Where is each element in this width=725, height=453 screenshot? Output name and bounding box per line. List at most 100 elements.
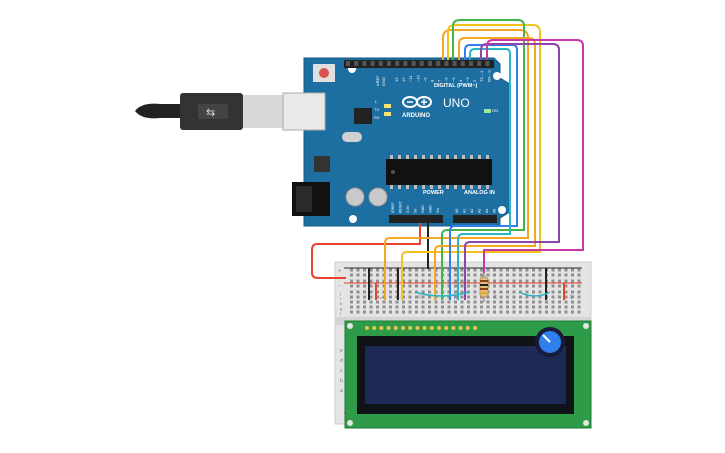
breadboard-hole[interactable] <box>454 290 457 294</box>
breadboard-hole[interactable] <box>486 273 490 277</box>
breadboard-hole[interactable] <box>525 305 529 309</box>
breadboard-hole[interactable] <box>467 284 470 288</box>
breadboard-hole[interactable] <box>460 273 464 277</box>
breadboard-hole[interactable] <box>356 279 360 283</box>
breadboard-hole[interactable] <box>428 310 431 314</box>
breadboard-hole[interactable] <box>356 273 360 277</box>
header-pin[interactable] <box>460 61 465 66</box>
breadboard-hole[interactable] <box>519 300 522 304</box>
breadboard-hole[interactable] <box>558 305 561 309</box>
breadboard-hole[interactable] <box>473 310 477 314</box>
header-pin[interactable] <box>395 61 400 66</box>
breadboard-hole[interactable] <box>441 310 444 314</box>
breadboard-hole[interactable] <box>389 284 392 288</box>
breadboard-hole[interactable] <box>532 310 535 314</box>
breadboard-hole[interactable] <box>467 300 470 304</box>
breadboard-hole[interactable] <box>538 290 542 294</box>
breadboard-hole[interactable] <box>350 290 353 294</box>
breadboard-hole[interactable] <box>415 279 418 283</box>
breadboard-hole[interactable] <box>389 305 392 309</box>
breadboard-hole[interactable] <box>538 284 542 288</box>
breadboard-hole[interactable] <box>467 310 470 314</box>
breadboard-hole[interactable] <box>460 300 464 304</box>
breadboard-hole[interactable] <box>467 295 470 299</box>
breadboard-hole[interactable] <box>564 305 568 309</box>
breadboard-hole[interactable] <box>428 284 431 288</box>
header-pin[interactable] <box>411 61 416 66</box>
breadboard-hole[interactable] <box>558 290 561 294</box>
breadboard-hole[interactable] <box>473 290 477 294</box>
breadboard-hole[interactable] <box>363 273 366 277</box>
breadboard-hole[interactable] <box>428 273 431 277</box>
breadboard-hole[interactable] <box>577 290 581 294</box>
breadboard-hole[interactable] <box>356 300 360 304</box>
breadboard-hole[interactable] <box>454 300 457 304</box>
breadboard-hole[interactable] <box>350 279 353 283</box>
breadboard-hole[interactable] <box>564 310 568 314</box>
breadboard-hole[interactable] <box>356 310 360 314</box>
breadboard-hole[interactable] <box>382 305 386 309</box>
breadboard-hole[interactable] <box>525 290 529 294</box>
breadboard-hole[interactable] <box>493 290 496 294</box>
breadboard-hole[interactable] <box>493 268 496 272</box>
header-pin[interactable] <box>428 61 432 66</box>
breadboard-hole[interactable] <box>512 300 516 304</box>
breadboard-hole[interactable] <box>441 305 444 309</box>
breadboard-hole[interactable] <box>402 290 405 294</box>
breadboard-hole[interactable] <box>571 284 574 288</box>
breadboard-hole[interactable] <box>434 310 438 314</box>
breadboard-hole[interactable] <box>408 310 412 314</box>
breadboard-hole[interactable] <box>415 310 418 314</box>
breadboard-hole[interactable] <box>493 310 496 314</box>
breadboard-hole[interactable] <box>577 284 581 288</box>
breadboard-hole[interactable] <box>525 268 529 272</box>
breadboard-hole[interactable] <box>460 295 464 299</box>
breadboard-hole[interactable] <box>551 310 555 314</box>
breadboard-hole[interactable] <box>369 279 373 283</box>
breadboard-hole[interactable] <box>545 310 548 314</box>
wires[interactable] <box>311 19 584 300</box>
breadboard-hole[interactable] <box>558 310 561 314</box>
breadboard-hole[interactable] <box>512 295 516 299</box>
breadboard-hole[interactable] <box>532 279 535 283</box>
breadboard-hole[interactable] <box>512 279 516 283</box>
breadboard-hole[interactable] <box>460 290 464 294</box>
breadboard-hole[interactable] <box>493 295 496 299</box>
header-pin[interactable] <box>378 61 383 66</box>
breadboard-hole[interactable] <box>408 305 412 309</box>
breadboard-hole[interactable] <box>493 284 496 288</box>
breadboard-hole[interactable] <box>480 300 483 304</box>
breadboard-hole[interactable] <box>512 273 516 277</box>
breadboard-hole[interactable] <box>454 310 457 314</box>
breadboard-hole[interactable] <box>558 279 561 283</box>
breadboard-hole[interactable] <box>532 305 535 309</box>
breadboard-hole[interactable] <box>525 310 529 314</box>
breadboard-hole[interactable] <box>408 284 412 288</box>
breadboard-hole[interactable] <box>564 284 568 288</box>
breadboard-hole[interactable] <box>512 305 516 309</box>
breadboard-hole[interactable] <box>454 279 457 283</box>
breadboard-hole[interactable] <box>356 295 360 299</box>
breadboard-hole[interactable] <box>363 279 366 283</box>
breadboard-hole[interactable] <box>356 284 360 288</box>
breadboard-hole[interactable] <box>564 290 568 294</box>
breadboard-hole[interactable] <box>415 284 418 288</box>
breadboard-hole[interactable] <box>525 279 529 283</box>
breadboard-hole[interactable] <box>415 268 418 272</box>
breadboard-hole[interactable] <box>499 300 503 304</box>
breadboard-hole[interactable] <box>506 279 509 283</box>
breadboard-hole[interactable] <box>499 295 503 299</box>
breadboard-hole[interactable] <box>408 279 412 283</box>
breadboard-hole[interactable] <box>434 300 438 304</box>
breadboard-hole[interactable] <box>369 273 373 277</box>
breadboard-hole[interactable] <box>486 295 490 299</box>
breadboard-hole[interactable] <box>376 295 379 299</box>
breadboard-hole[interactable] <box>480 268 483 272</box>
breadboard-hole[interactable] <box>408 300 412 304</box>
breadboard-hole[interactable] <box>577 305 581 309</box>
breadboard-hole[interactable] <box>525 273 529 277</box>
breadboard-hole[interactable] <box>571 300 574 304</box>
breadboard-hole[interactable] <box>382 310 386 314</box>
header-pin[interactable] <box>469 61 473 66</box>
breadboard-hole[interactable] <box>421 273 425 277</box>
